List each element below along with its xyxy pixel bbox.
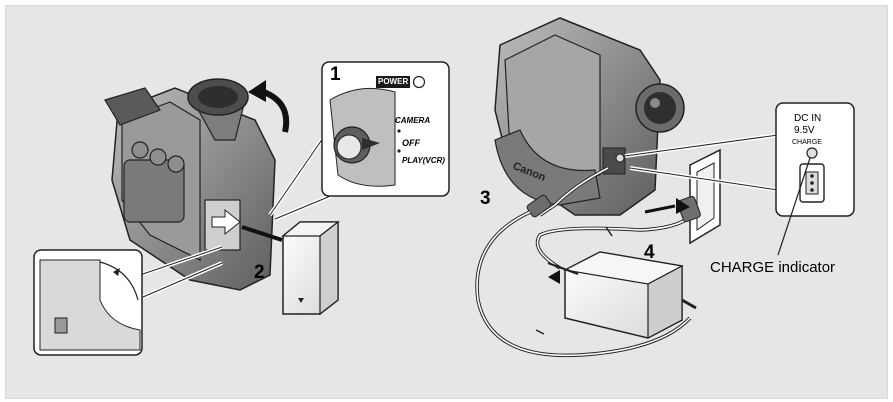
step-1-label: 1 [330,64,341,85]
ac-adapter [563,251,684,339]
plug-arrow-icon [676,198,690,214]
left-camcorder [104,78,276,291]
battery-pack [281,220,340,316]
off-mode-label: OFF [402,138,420,148]
power-label: POWER [378,77,409,86]
rotate-arrowhead-icon [248,80,266,102]
dc-in-callout [775,102,855,217]
adapter-arrow-icon [548,270,560,284]
camera-mode-label: CAMERA [395,116,431,125]
play-vcr-mode-label: PLAY(VCR) [402,156,445,165]
dc-in-charge-text: CHARGE [792,139,822,146]
charge-indicator-label: CHARGE indicator [710,259,836,276]
step-4-label: 4 [644,242,655,263]
step-3-label: 3 [480,188,491,209]
wall-outlet [689,148,721,245]
right-camcorder [494,17,685,216]
dc-in-voltage: 9.5V [794,125,815,136]
step-2-label: 2 [254,262,265,283]
dc-in-title: DC IN [794,113,822,124]
charge-lamp-icon [806,147,818,159]
